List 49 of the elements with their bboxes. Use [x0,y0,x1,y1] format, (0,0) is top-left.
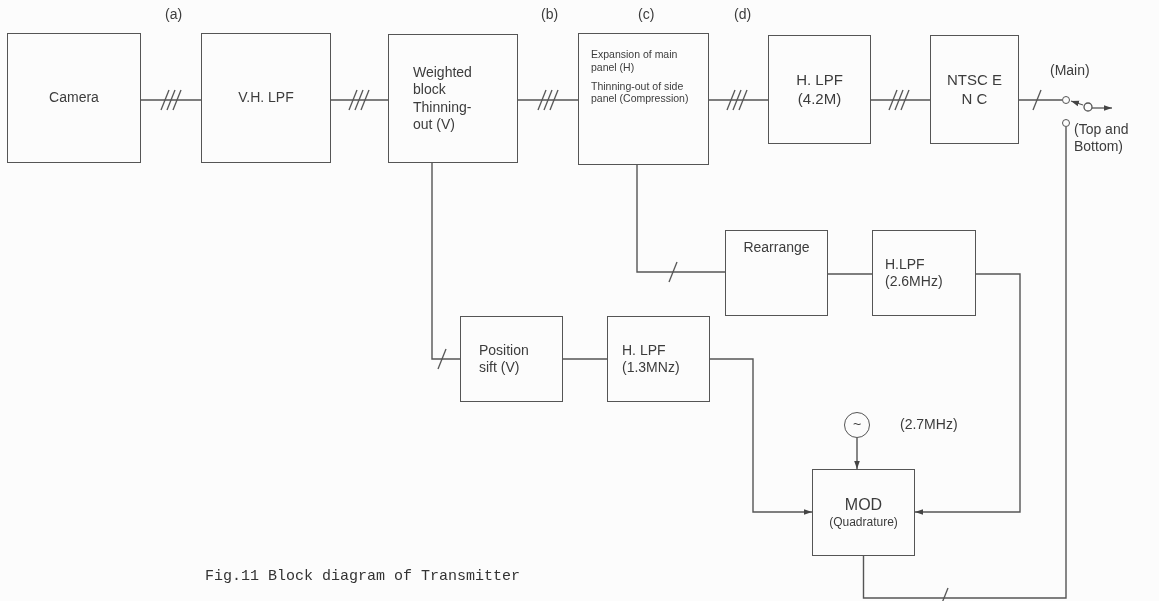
block-label: Thinning-out of side panel (Compression) [591,79,690,106]
connector-line [562,358,608,360]
block-box [578,33,709,165]
connector-line [708,99,769,101]
connector-line [517,99,579,101]
block-box [872,230,976,316]
connector-line [636,164,726,273]
block-box [812,469,915,556]
side-label: (Main) [1050,62,1091,79]
block-box [201,33,331,163]
side-label: (2.7MHz) [900,416,959,433]
block-label: (Quadrature) [829,514,898,530]
block-box [460,316,563,402]
block-box [768,35,871,144]
block-label: Weighted block Thinning-out (V) [413,64,473,133]
block-label: Camera [49,89,99,107]
block-box [930,35,1019,144]
block-box [607,316,710,402]
block-label: H. LPF (4.2M) [795,71,844,108]
point-label: (b) [541,6,559,22]
block-box [725,230,828,316]
block-label: V.H. LPF [238,89,294,107]
terminal-circle [1062,96,1070,104]
connector-line [854,437,860,470]
block-label: H.LPF (2.6MHz) [885,255,944,291]
connector-line [862,126,1067,599]
connector-line [709,358,813,515]
connector-line [1018,99,1063,101]
point-label: (a) [165,6,183,22]
connector-line [827,273,873,275]
terminal-circle [1062,119,1070,127]
connector-line [431,162,461,360]
connector-line [140,99,202,101]
side-label: (Top and Bottom) [1074,121,1130,155]
block-label: Position sift (V) [479,341,530,377]
block-box [7,33,141,163]
block-label: H. LPF (1.3MNz) [622,341,681,377]
point-label: (d) [734,6,752,22]
figure-caption: Fig.11 Block diagram of Transmitter [205,568,521,585]
block-label: NTSC E N C [947,71,1002,108]
block-box [388,34,518,163]
block-label: Expansion of main panel (H) [591,48,679,74]
connector-line [914,273,1021,515]
connector-line [330,99,389,101]
block-label: MOD [844,495,883,515]
connector-line [870,99,931,101]
block-label: Rearrange [743,239,810,257]
oscillator-circle [844,412,870,438]
block-label: ~ [852,416,862,434]
